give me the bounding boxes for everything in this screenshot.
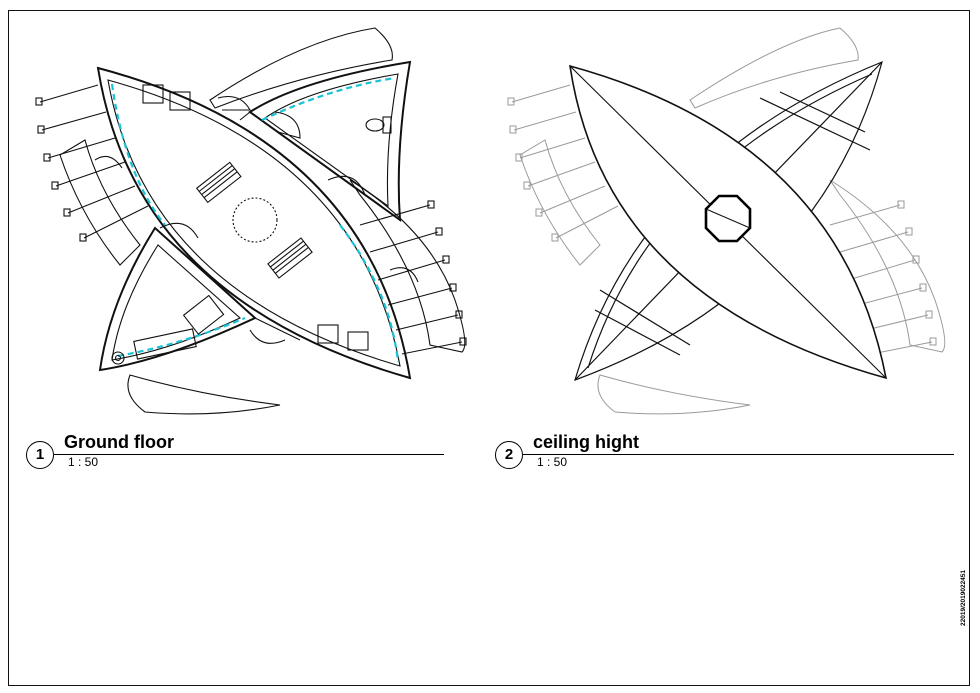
main-lens-inner [107,79,401,367]
outer-shell-se [349,179,466,353]
insulation-line-west [110,83,166,226]
view-2-scale: 1 : 50 [537,455,568,469]
round-stove [232,197,278,243]
sheet-code: 22019/2019022451 [960,569,967,626]
view-1-number: 1 [26,441,54,469]
room-ne-outer [248,60,412,223]
insulation-line-ne [261,76,396,121]
insulation-line-sw [117,316,246,358]
ground-floor-plan [35,27,467,415]
ceiling-plan [507,27,946,415]
outer-shell-ne [209,27,393,109]
drawing-sheet-border [8,10,970,686]
bench-south [267,237,313,279]
insulation-line-east [339,224,400,363]
bench-north [195,161,242,204]
room-sw-outer [98,226,257,372]
railing-left [35,84,149,242]
outer-shell-sw [127,374,281,415]
view-1-scale: 1 : 50 [68,455,99,469]
outer-shell-nw [59,139,141,266]
view-2-title-rule [523,454,954,455]
toilet [365,116,392,134]
main-lens-outer [96,66,412,380]
shower-drain [111,351,125,365]
room-sw-inner [111,244,241,361]
view-2-title: ceiling hight [533,432,639,452]
view-1-title: Ground floor [64,432,174,452]
view-2-number: 2 [495,441,523,469]
view-1-title-rule [54,454,444,455]
railing-right [359,200,467,355]
